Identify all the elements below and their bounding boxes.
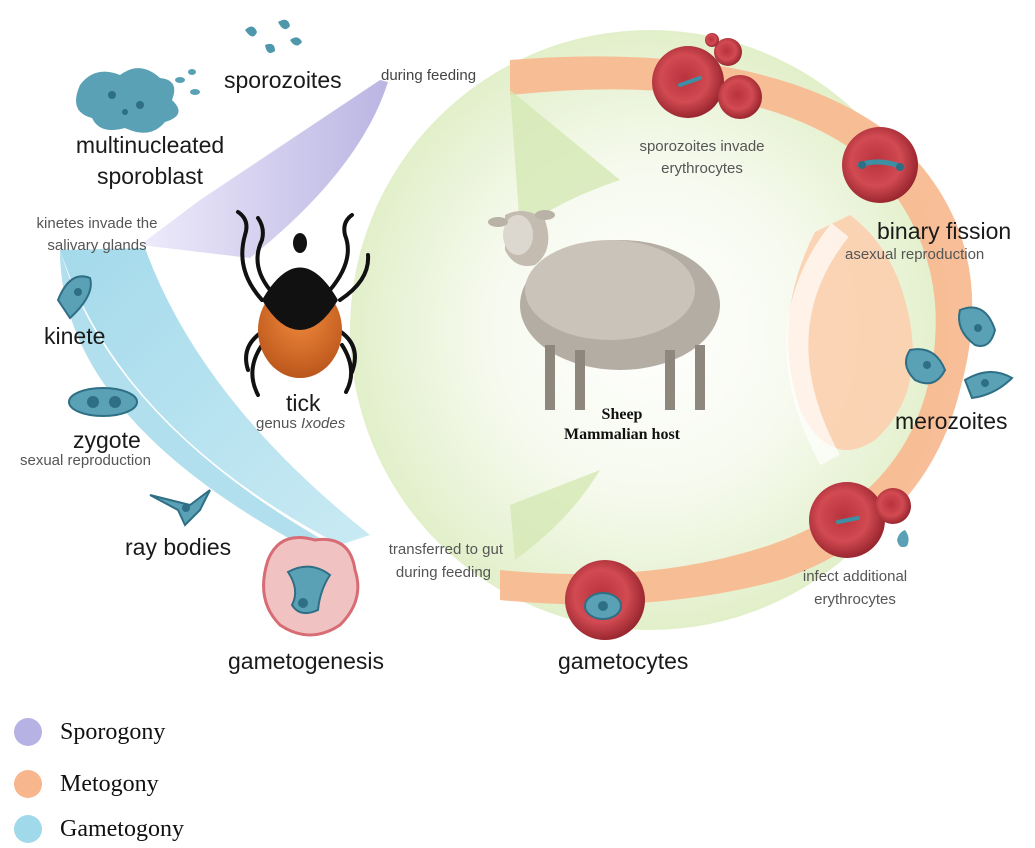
legend-item-sporogony: Sporogony [14,718,165,746]
ray-bodies-label: ray bodies [125,534,231,561]
host-label-line2: Mammalian host [537,425,707,444]
asexual-reproduction-label: asexual reproduction [845,246,984,263]
tick-genus-label: genus Ixodes [256,415,345,432]
erythrocyte-gametocyte [565,560,645,640]
tick-head [293,233,307,253]
infect-additional-label-line1: infect additional [770,567,940,586]
kinete-label: kinete [44,323,105,350]
legend-item-gametogony: Gametogony [14,815,184,843]
legend-label: Sporogony [60,719,165,746]
legend-item-metogony: Metogony [14,770,159,798]
sporozoites-label: sporozoites [224,67,342,94]
sporoblast-label-line1: multinucleated [60,132,240,159]
sporoblast-label-line2: sporoblast [60,163,240,190]
legend-label: Gametogony [60,816,184,843]
zygote-label: zygote [73,427,141,454]
kinetes-invade-label-line2: salivary glands [12,236,182,255]
gametocytes-label: gametocytes [558,648,688,675]
kinetes-invade-label-line1: kinetes invade the [12,214,182,233]
sexual-reproduction-label: sexual reproduction [20,452,151,469]
gametogenesis-label: gametogenesis [228,648,384,675]
ray-body-icon [150,490,210,525]
zygote-icon [69,388,137,416]
transferred-label-line2: during feeding [343,563,491,582]
sporozoites-invade-label-line1: sporozoites invade [612,137,792,156]
sporozoites-invade-label-line2: erythrocytes [612,159,792,178]
infect-additional-label-line2: erythrocytes [770,590,940,609]
sporozoites-icon [245,20,302,53]
binary-fission-label: binary fission [877,218,1011,245]
sporogony-swatch-icon [14,718,42,746]
during-feeding-top-label: during feeding [381,66,476,85]
tick-label: tick [286,390,321,417]
metogony-swatch-icon [14,770,42,798]
gametogony-swatch-icon [14,815,42,843]
sporoblast-icon [76,68,200,133]
erythrocyte-binary-fission [842,127,918,203]
merozoites-label: merozoites [895,408,1007,435]
legend-label: Metogony [60,771,159,798]
erythrocyte-cluster-bottom [809,482,911,558]
host-label-line1: Sheep [537,405,707,424]
transferred-label-line1: transferred to gut [343,540,503,559]
